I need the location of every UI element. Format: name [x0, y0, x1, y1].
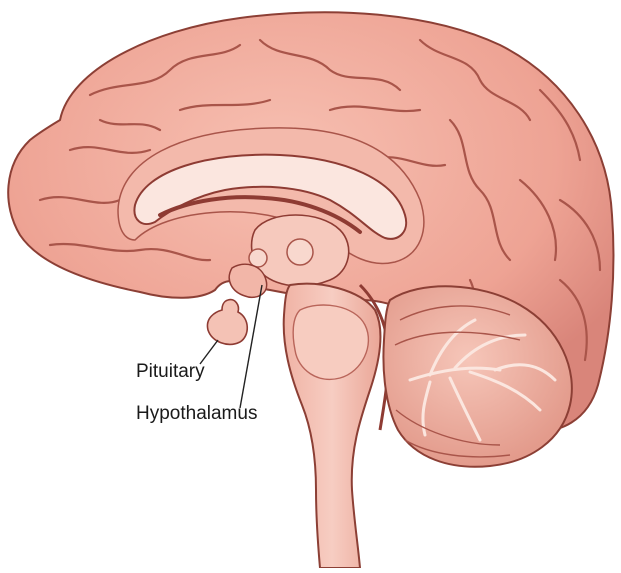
pituitary-label: Pituitary: [136, 362, 205, 381]
hypothalamus-label: Hypothalamus: [136, 404, 257, 423]
thalamic-nucleus: [287, 239, 313, 265]
mammillary-body: [249, 249, 267, 267]
pons-bulge: [293, 305, 368, 379]
pituitary-gland: [207, 300, 247, 345]
hypothalamus-leader-line: [240, 285, 262, 408]
